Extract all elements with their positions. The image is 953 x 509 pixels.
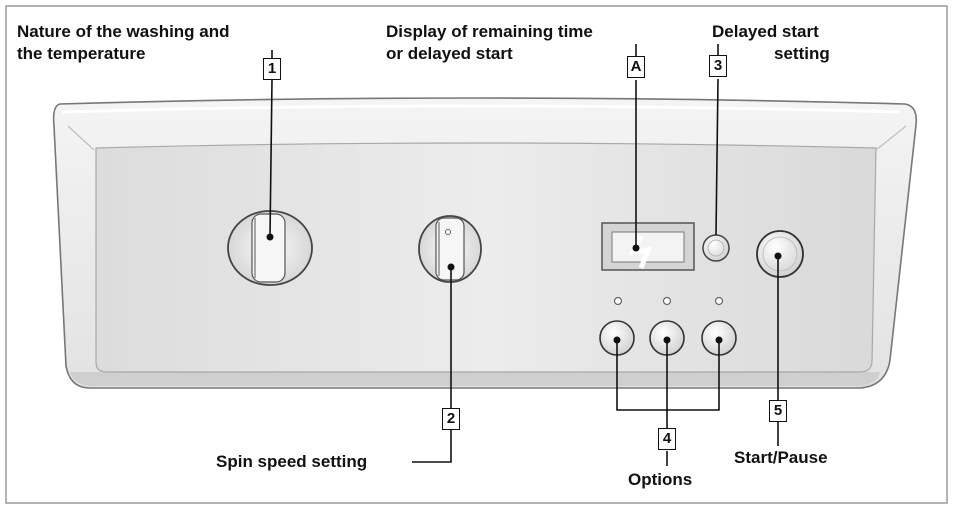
leader-lines — [269, 44, 779, 466]
callout-5: 5 — [769, 400, 787, 422]
option-3-indicator — [714, 296, 724, 306]
callout-1: 1 — [263, 58, 281, 80]
start-pause-button[interactable] — [756, 230, 804, 278]
panel-highlight — [61, 104, 901, 114]
label-spin-speed: Spin speed setting — [216, 452, 368, 471]
option-button-1[interactable] — [599, 320, 635, 356]
delayed-start-button[interactable] — [702, 234, 730, 262]
callout-3: 3 — [709, 55, 727, 77]
time-display — [601, 222, 695, 271]
label-delayed-line2: setting — [774, 44, 830, 63]
label-options: Options — [628, 470, 693, 489]
spin-speed-knob[interactable] — [418, 215, 482, 283]
label-start-pause: Start/Pause — [734, 448, 828, 467]
option-2-indicator — [662, 296, 672, 306]
callout-A: A — [627, 56, 645, 78]
leader-3 — [715, 78, 719, 236]
label-display-line2: or delayed start — [386, 44, 513, 63]
leader-1 — [269, 79, 273, 238]
label-display-line1: Display of remaining time — [386, 22, 593, 41]
bevel-left — [67, 125, 95, 151]
panel-face — [95, 142, 877, 373]
bevel-right — [875, 125, 907, 151]
leader-4-bracket — [616, 340, 720, 411]
option-1-indicator — [613, 296, 623, 306]
label-delayed-line1: Delayed start — [712, 22, 819, 41]
panel-lip — [70, 372, 880, 386]
display-glare-icon — [628, 234, 652, 269]
option-button-3[interactable] — [701, 320, 737, 356]
callout-4: 4 — [658, 428, 676, 450]
callout-2: 2 — [442, 408, 460, 430]
program-temperature-knob[interactable] — [227, 210, 313, 286]
leader-2-down — [412, 430, 452, 463]
label-washing-line1: Nature of the washing and — [17, 22, 230, 41]
label-washing-line2: the temperature — [17, 44, 146, 63]
